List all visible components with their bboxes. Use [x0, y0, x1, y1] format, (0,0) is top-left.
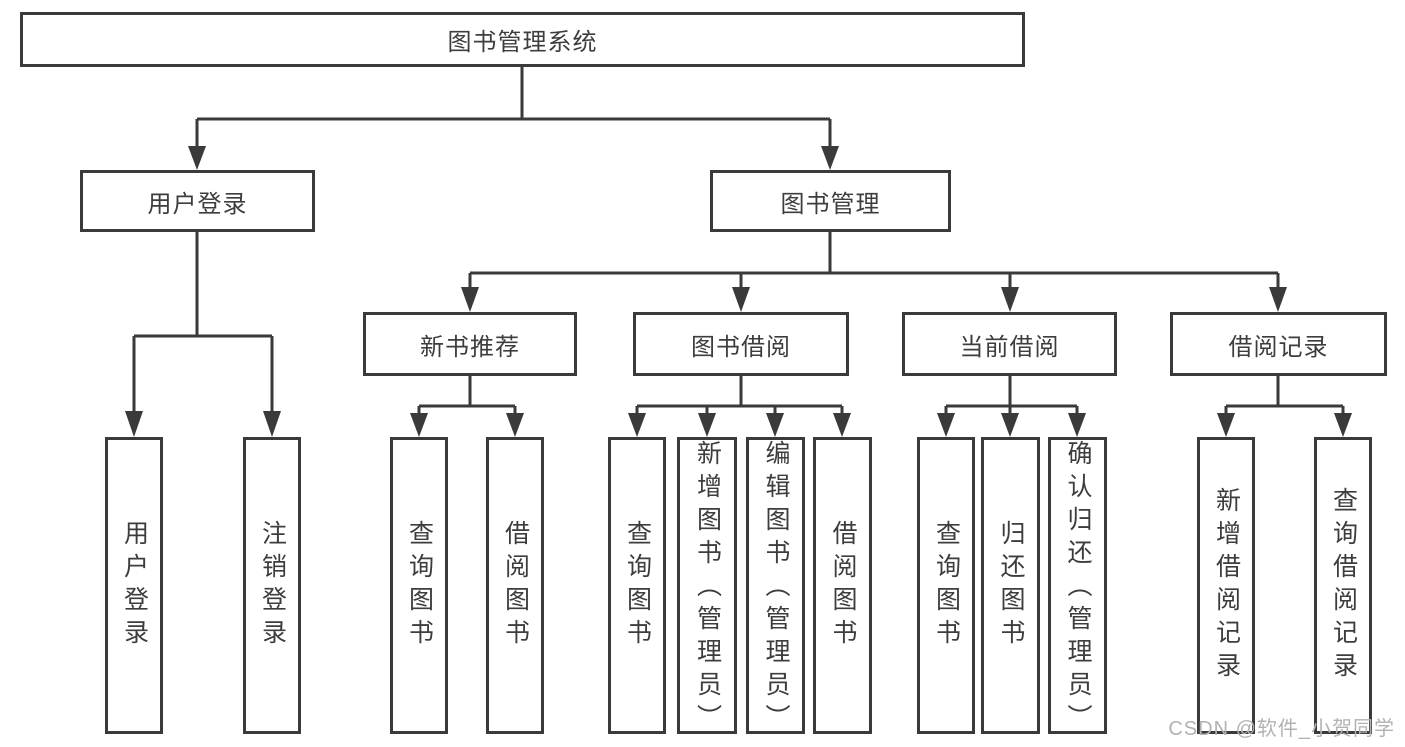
leaf-return-books-label: 归还图书 [997, 519, 1025, 652]
leaf-query-books-current-label: 查询图书 [932, 519, 961, 652]
leaf-borrow-books-recommend-label: 借阅图书 [501, 519, 530, 652]
leaf-query-books-current: 查询图书 [917, 437, 975, 734]
watermark: CSDN @软件_小贺同学 [1168, 718, 1395, 740]
node-library-system: 图书管理系统 [20, 12, 1025, 67]
leaf-query-books-recommend: 查询图书 [390, 437, 448, 734]
leaf-edit-book-admin-label: 编辑图书（管理员） [762, 440, 790, 737]
node-current-borrowing: 当前借阅 [902, 312, 1117, 376]
leaf-add-borrow-record: 新增借阅记录 [1197, 437, 1255, 734]
leaf-confirm-return-admin-label: 确认归还（管理员） [1064, 440, 1092, 737]
leaf-edit-book-admin: 编辑图书（管理员） [746, 437, 805, 737]
leaf-logout: 注销登录 [243, 437, 301, 734]
leaf-add-borrow-record-label: 新增借阅记录 [1212, 486, 1241, 685]
leaf-add-book-admin: 新增图书（管理员） [677, 437, 737, 737]
node-book-management: 图书管理 [710, 170, 951, 232]
leaf-query-books-borrowing: 查询图书 [608, 437, 666, 734]
node-borrowing-records: 借阅记录 [1170, 312, 1387, 376]
leaf-return-books: 归还图书 [981, 437, 1040, 734]
leaf-borrow-books-recommend: 借阅图书 [486, 437, 544, 734]
leaf-add-book-admin-label: 新增图书（管理员） [693, 440, 722, 737]
leaf-logout-label: 注销登录 [258, 519, 287, 652]
node-new-book-recommend: 新书推荐 [363, 312, 577, 376]
node-book-borrowing: 图书借阅 [633, 312, 849, 376]
leaf-user-login-label: 用户登录 [120, 519, 149, 652]
leaf-borrow-books: 借阅图书 [813, 437, 872, 734]
leaf-user-login: 用户登录 [105, 437, 163, 734]
leaf-query-books-borrowing-label: 查询图书 [623, 519, 652, 652]
leaf-query-books-recommend-label: 查询图书 [405, 519, 434, 652]
leaf-query-borrow-record: 查询借阅记录 [1314, 437, 1372, 734]
node-user-login: 用户登录 [80, 170, 315, 232]
leaf-confirm-return-admin: 确认归还（管理员） [1048, 437, 1107, 737]
leaf-query-borrow-record-label: 查询借阅记录 [1329, 486, 1358, 685]
leaf-borrow-books-label: 借阅图书 [829, 519, 857, 652]
